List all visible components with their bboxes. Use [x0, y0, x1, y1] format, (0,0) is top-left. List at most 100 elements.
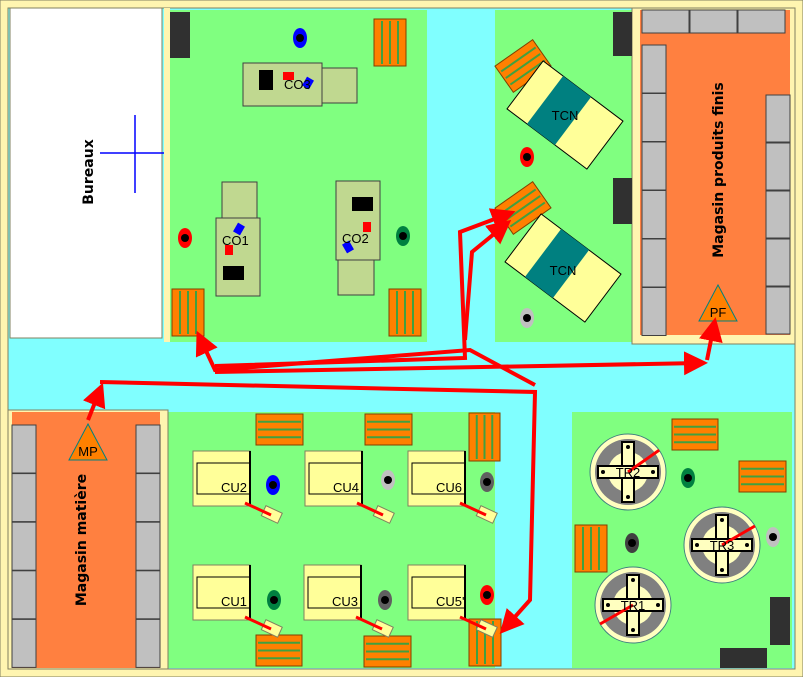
- machine-tcn-2[interactable]: TCN: [504, 213, 622, 323]
- pallet: [255, 634, 303, 667]
- operators: [178, 28, 780, 610]
- shelf: [135, 424, 161, 474]
- offices-cross-icon: [100, 115, 176, 193]
- cutting-zone: [168, 412, 495, 668]
- svg-text:CU5': CU5': [436, 594, 465, 609]
- finished-goods-shelves: [641, 9, 791, 336]
- machine-cu3[interactable]: CU3: [303, 564, 394, 638]
- flow-arrow: [99, 380, 538, 634]
- cabinet: [170, 12, 190, 58]
- svg-text:TR3: TR3: [710, 538, 735, 553]
- machine-cu5[interactable]: CU5': [407, 564, 498, 638]
- operator-icon: [396, 226, 410, 246]
- shelf: [641, 141, 667, 191]
- cabinet: [613, 12, 632, 56]
- svg-text:CO2: CO2: [342, 231, 369, 246]
- flow-arrow: [699, 317, 723, 361]
- finished-goods-marker: PF: [698, 283, 738, 322]
- flow-arrow: [214, 351, 708, 376]
- pallet: [171, 288, 205, 337]
- operator-icon: [480, 585, 494, 605]
- shelf: [765, 238, 791, 287]
- machine-cu1[interactable]: CU1: [192, 564, 283, 638]
- shelf: [765, 190, 791, 239]
- offices-label: Bureaux: [81, 139, 97, 204]
- shelf: [641, 287, 667, 336]
- operator-icon: [293, 28, 307, 48]
- shelf: [765, 94, 791, 143]
- shelf: [641, 9, 690, 34]
- pallet: [574, 524, 608, 573]
- shelf: [765, 142, 791, 191]
- operator-icon: [178, 228, 192, 248]
- machine-co3[interactable]: CO3: [242, 62, 358, 107]
- machine-tcn-1[interactable]: TCN: [506, 60, 624, 170]
- svg-text:CU3: CU3: [332, 594, 358, 609]
- svg-text:TR2: TR2: [616, 465, 641, 480]
- shelf: [135, 473, 161, 523]
- operator-icon: [766, 527, 780, 547]
- svg-text:MP: MP: [78, 444, 98, 459]
- operator-icon: [520, 147, 534, 167]
- raw-material-shelves: [11, 424, 161, 668]
- shelf: [765, 286, 791, 335]
- operator-icon: [381, 470, 395, 490]
- svg-text:CO3: CO3: [284, 77, 311, 92]
- svg-text:TR1: TR1: [621, 598, 646, 613]
- shelf: [135, 570, 161, 620]
- shelf: [641, 190, 667, 239]
- pallet: [373, 18, 407, 67]
- shelf: [135, 521, 161, 571]
- machine-cu2[interactable]: CU2: [192, 450, 283, 524]
- raw-material-marker: MP: [68, 422, 108, 461]
- pallet: [738, 460, 787, 493]
- material-flow-arrows: [82, 208, 723, 634]
- pallet: [364, 413, 413, 446]
- shelf: [641, 93, 667, 142]
- operator-icon: [266, 475, 280, 495]
- turntable-tr3[interactable]: TR3: [683, 506, 761, 584]
- svg-text:CU2: CU2: [221, 480, 247, 495]
- shelf: [135, 618, 161, 668]
- svg-text:CU6: CU6: [436, 480, 462, 495]
- operator-icon: [681, 468, 695, 488]
- machine-co1[interactable]: CO1: [215, 181, 261, 297]
- svg-text:CU4: CU4: [333, 480, 359, 495]
- pallet: [671, 418, 719, 451]
- flow-arrow: [463, 219, 512, 341]
- svg-text:CU1: CU1: [221, 594, 247, 609]
- pallet: [363, 635, 412, 668]
- offices-area: [9, 7, 163, 339]
- shelf: [641, 44, 667, 94]
- svg-text:CO1: CO1: [222, 233, 249, 248]
- svg-text:TCN: TCN: [550, 263, 577, 278]
- operator-icon: [267, 590, 281, 610]
- machine-co2[interactable]: CO2: [335, 180, 381, 296]
- turntable-tr1[interactable]: TR1: [594, 566, 672, 644]
- operator-icon: [378, 590, 392, 610]
- shelf: [11, 424, 37, 474]
- shelf: [11, 570, 37, 620]
- svg-text:TCN: TCN: [552, 108, 579, 123]
- shelf: [11, 618, 37, 668]
- machine-cu4[interactable]: CU4: [304, 450, 395, 524]
- shelf: [641, 238, 667, 288]
- operator-icon: [625, 533, 639, 553]
- shelf: [11, 473, 37, 523]
- flow-arrow: [82, 382, 106, 421]
- cabinets: [170, 12, 790, 668]
- turntable-tr2[interactable]: TR2: [589, 433, 667, 511]
- cabinet: [720, 648, 767, 668]
- pallet: [255, 413, 304, 446]
- cabinet: [770, 597, 790, 645]
- finished-goods-label: Magasin produits finis: [711, 82, 727, 258]
- cabinet: [613, 178, 632, 224]
- operator-icon: [480, 472, 494, 492]
- machine-cu6[interactable]: CU6: [407, 450, 498, 524]
- svg-text:PF: PF: [710, 305, 727, 320]
- shelf: [689, 9, 738, 34]
- raw-material-label: Magasin matière: [74, 474, 90, 606]
